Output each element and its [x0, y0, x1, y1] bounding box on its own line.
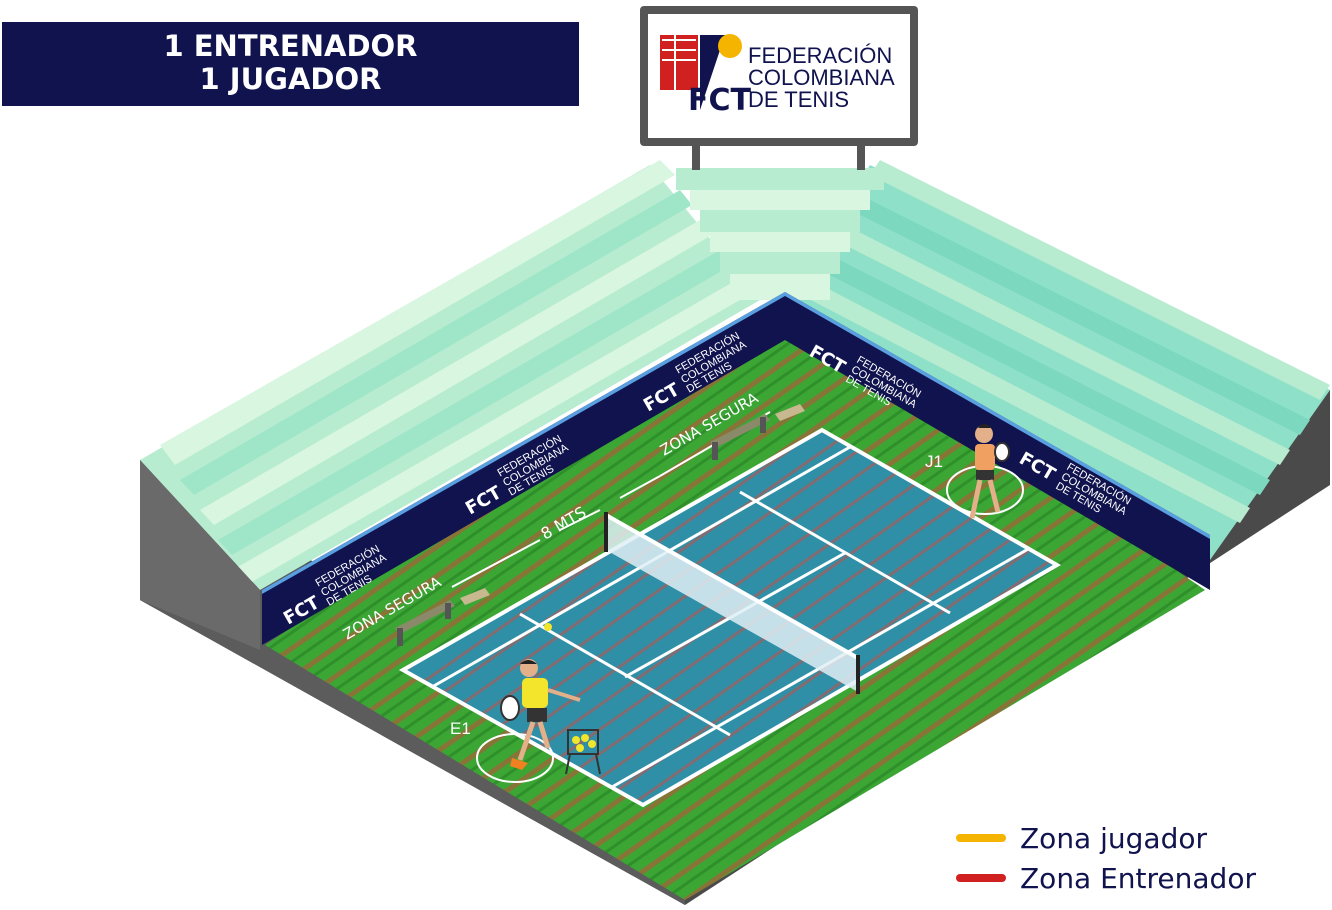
- title-banner: 1 ENTRENADOR 1 JUGADOR: [2, 22, 579, 106]
- fct-logo: FCT: [660, 34, 752, 118]
- stands-left: [140, 160, 760, 650]
- legend-label-coach-zone: Zona Entrenador: [1020, 861, 1256, 895]
- ball-basket: [565, 729, 601, 775]
- coach-label: E1: [450, 719, 471, 738]
- legend-label-player-zone: Zona jugador: [1020, 821, 1207, 855]
- legend-item-coach-zone: Zona Entrenador: [956, 858, 1256, 898]
- stairs-center: [676, 168, 884, 300]
- bench-right: [710, 404, 805, 460]
- legend-swatch-player-zone: [956, 834, 1006, 842]
- racket-icon: [500, 695, 520, 721]
- stands-right: [790, 160, 1330, 560]
- bench-left: [395, 588, 490, 646]
- player-label: J1: [925, 452, 943, 471]
- scoreboard-monogram: FCT: [688, 83, 752, 118]
- scoreboard: FCT FEDERACIÓN COLOMBIANA DE TENIS: [640, 6, 918, 170]
- tennis-net: [604, 512, 860, 694]
- scoreboard-brand-line-3: DE TENIS: [748, 87, 849, 112]
- banner-wall-right: [785, 292, 1210, 590]
- player-j1: J1: [925, 424, 1024, 519]
- legend-item-player-zone: Zona jugador: [956, 818, 1256, 858]
- legend-swatch-coach-zone: [956, 874, 1006, 882]
- racket-icon: [994, 442, 1010, 462]
- legend: Zona jugador Zona Entrenador: [956, 818, 1256, 898]
- title-line-2: 1 JUGADOR: [199, 62, 382, 96]
- banner-wall-left: [262, 292, 785, 645]
- coach-e1: E1: [450, 623, 581, 783]
- scoreboard-brand-line-2: COLOMBIANA: [748, 65, 895, 90]
- tennis-ball-icon: [544, 623, 552, 631]
- coach-zone-circle: [476, 733, 554, 783]
- tennis-ball-icon: [718, 34, 742, 58]
- scoreboard-brand-line-1: FEDERACIÓN: [748, 43, 892, 68]
- title-line-1: 1 ENTRENADOR: [163, 29, 418, 63]
